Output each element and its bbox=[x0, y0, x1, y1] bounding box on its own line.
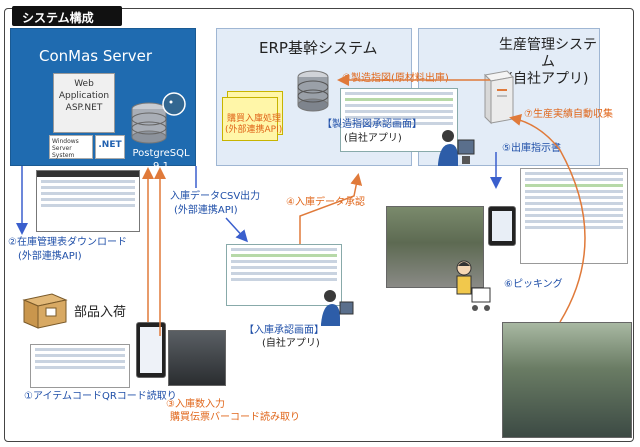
dotnet-logo: .NET bbox=[95, 135, 125, 159]
step-3-sublabel: 購買伝票バーコード読み取り bbox=[170, 412, 300, 423]
barcode-scan-photo bbox=[168, 330, 226, 386]
step-6-label: ⑥ピッキング bbox=[504, 279, 563, 290]
scanning-tablet-icon bbox=[136, 322, 166, 378]
screen-row bbox=[525, 172, 623, 175]
prod-name-line: 生産管理システム bbox=[499, 37, 597, 70]
step-8-label: ⑧製造指図(原材料出庫) bbox=[342, 73, 449, 84]
screen-row bbox=[35, 354, 125, 357]
receipt-approval-screen bbox=[226, 244, 342, 306]
screen-row bbox=[525, 208, 623, 211]
step-1-label: ①アイテムコードQRコード読取り bbox=[24, 391, 177, 402]
tablet-screen bbox=[492, 211, 512, 241]
screen-row bbox=[41, 186, 135, 189]
screen-row bbox=[345, 92, 453, 95]
diagram-title: システム構成 bbox=[12, 6, 122, 26]
csv-output-sublabel: (外部連携API) bbox=[174, 205, 238, 216]
arrow-production-data bbox=[509, 114, 586, 323]
screen-row bbox=[525, 214, 623, 217]
screen-row bbox=[345, 122, 453, 125]
screen-row bbox=[41, 198, 135, 201]
parts-arrival-label: 部品入荷 bbox=[74, 305, 127, 320]
screen-row bbox=[231, 278, 337, 281]
screen-row bbox=[231, 272, 337, 275]
conmas-server-box: ConMas Server Web Application ASP.NET Wi… bbox=[10, 28, 196, 185]
erp-note-line: (外部連携API) bbox=[225, 125, 283, 135]
screen-row bbox=[41, 204, 135, 207]
mfg-screen-sublabel: (自社アプリ) bbox=[344, 133, 402, 144]
screen-row bbox=[525, 226, 623, 229]
screen-row bbox=[345, 104, 453, 107]
webapp-line: Application bbox=[58, 91, 110, 101]
screen-row bbox=[525, 190, 623, 193]
screen-row bbox=[345, 116, 453, 119]
web-application-box: Web Application ASP.NET bbox=[53, 73, 115, 133]
screen-row bbox=[231, 266, 337, 269]
erp-system-name: ERP基幹システム bbox=[259, 39, 378, 57]
postgresql-database-icon bbox=[131, 102, 167, 144]
screen-row bbox=[41, 180, 135, 183]
step-7-label: ⑦生産実績自動収集 bbox=[524, 109, 613, 120]
screen-row bbox=[41, 192, 135, 195]
db-line: 9.1 bbox=[153, 161, 169, 172]
conmas-server-name: ConMas Server bbox=[39, 47, 153, 65]
erp-database-icon bbox=[297, 70, 329, 112]
step-4-label: ④入庫データ承認 bbox=[286, 197, 365, 208]
webapp-line: ASP.NET bbox=[65, 103, 103, 113]
postgresql-label: PostgreSQL 9.1 Database bbox=[129, 147, 193, 186]
mfg-order-approval-screen bbox=[340, 88, 458, 152]
receipt-screen-sublabel: (自社アプリ) bbox=[262, 338, 320, 349]
step-2-label: ②在庫管理表ダウンロード bbox=[8, 237, 127, 248]
screen-row bbox=[345, 110, 453, 113]
screen-row bbox=[525, 202, 623, 205]
postgresql-elephant-icon bbox=[162, 92, 186, 116]
screen-row bbox=[35, 366, 125, 369]
webapp-line: Web bbox=[74, 79, 94, 89]
warehouse-photo bbox=[386, 206, 484, 288]
screen-row bbox=[231, 254, 337, 257]
step-5-label: ⑤出庫指示書 bbox=[502, 143, 561, 154]
step-2-sublabel: (外部連携API) bbox=[18, 251, 82, 262]
arrow-csv-to-approval bbox=[225, 217, 249, 243]
db-line: PostgreSQL bbox=[132, 148, 190, 159]
purchase-receipt-doc: 購買入庫処理 (外部連携API) bbox=[222, 97, 282, 141]
screen-row bbox=[231, 260, 337, 263]
office-worker-pc-icon bbox=[438, 130, 475, 166]
screen-row bbox=[345, 98, 453, 101]
csv-output-label: 入庫データCSV出力 bbox=[170, 191, 261, 202]
prod-name-line: (自社アプリ) bbox=[507, 71, 589, 87]
production-floor-photo bbox=[502, 322, 632, 438]
tablet-picking-icon bbox=[488, 206, 516, 246]
screen-row bbox=[525, 184, 623, 187]
db-line: Database bbox=[137, 174, 185, 185]
screen-row bbox=[35, 360, 125, 363]
mfg-screen-label: 【製造指図承認画面】 bbox=[322, 119, 422, 130]
arrow-approval-to-erp bbox=[299, 173, 363, 244]
screen-row bbox=[525, 196, 623, 199]
approver-pc-icon bbox=[321, 290, 354, 326]
receipt-screen-label: 【入庫承認画面】 bbox=[244, 325, 324, 336]
picking-worker-illustration bbox=[456, 260, 491, 311]
screen-row bbox=[525, 220, 623, 223]
shipping-instruction-sheet bbox=[520, 168, 628, 264]
production-system-name: 生産管理システム (自社アプリ) bbox=[497, 37, 599, 88]
screen-row bbox=[231, 248, 337, 251]
step-3-label: ③入庫数入力 bbox=[166, 399, 225, 410]
inventory-sheet-image bbox=[36, 170, 140, 232]
sheet-toolbar bbox=[37, 171, 139, 177]
screen-row bbox=[35, 348, 125, 351]
erp-note-line: 購買入庫処理 bbox=[227, 114, 282, 124]
tablet-screen bbox=[140, 327, 162, 373]
delivery-slip-image bbox=[30, 344, 130, 388]
windows-server-logo: Windows Server System bbox=[49, 135, 93, 159]
parts-box-icon bbox=[22, 293, 68, 329]
